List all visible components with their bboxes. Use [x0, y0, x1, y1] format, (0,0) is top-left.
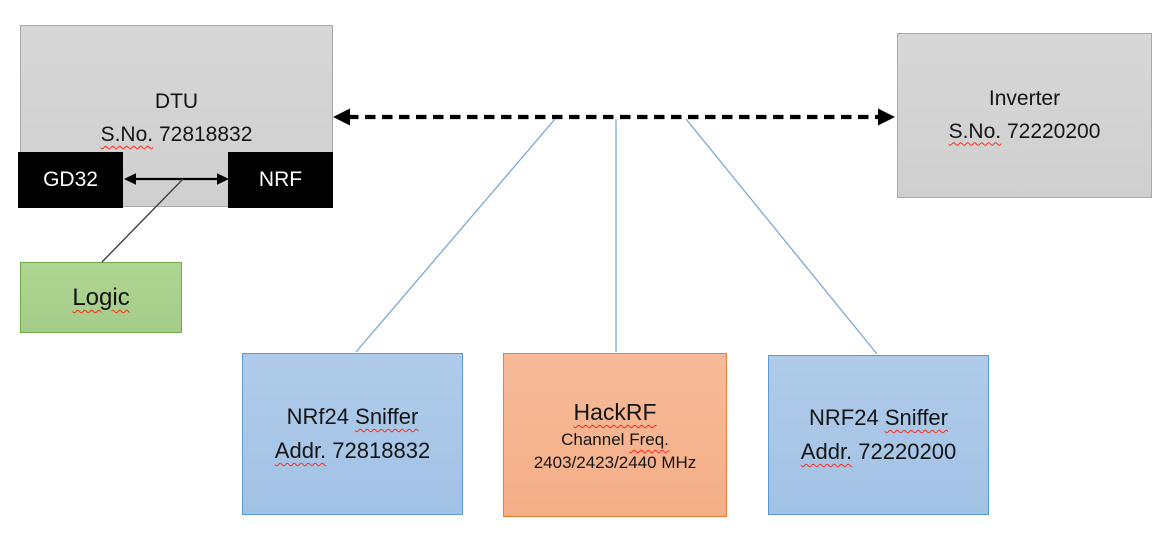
hackrf-frequencies: 2403/2423/2440 MHz [533, 453, 697, 472]
sniffer-inverter-box: NRF24 Sniffer Addr. 72220200 [768, 355, 989, 515]
sniffer-inverter-connector-line [685, 118, 878, 355]
sniffer-inverter-addr-value: 72220200 [858, 439, 957, 464]
sniffer-dtu-name: NRf24 Sniffer [287, 400, 419, 434]
hackrf-channel-label: Channel Freq. [561, 428, 669, 451]
sniffer-dtu-name-prefix: NRf24 [286, 403, 350, 429]
inverter-title: Inverter [989, 83, 1060, 116]
sniffer-dtu-addr-label: Addr. [274, 438, 327, 463]
logic-box: Logic [20, 262, 182, 333]
dtu-serial-label: S.No. [100, 123, 154, 146]
inverter-box: Inverter S.No. 72220200 [897, 33, 1152, 198]
gd32-chip-label: GD32 [43, 168, 98, 191]
inverter-title-text: Inverter [988, 86, 1061, 110]
sniffer-inverter-name-prefix: NRF24 [809, 404, 879, 430]
dtu-title: DTU [155, 86, 198, 119]
nrf-chip: NRF [228, 152, 333, 208]
sniffer-inverter-name: NRF24 Sniffer [809, 401, 948, 435]
hackrf-title-text: HackRF [573, 399, 657, 425]
hackrf-box: HackRF Channel Freq. 2403/2423/2440 MHz [503, 353, 727, 517]
inverter-serial: S.No. 72220200 [949, 116, 1101, 149]
nrf-chip-label: NRF [258, 168, 303, 191]
dtu-serial: S.No. 72818832 [101, 119, 253, 152]
sniffer-dtu-box: NRf24 Sniffer Addr. 72818832 [242, 353, 463, 515]
sniffer-dtu-addr-value: 72818832 [332, 438, 431, 463]
inverter-serial-label: S.No. [948, 119, 1002, 143]
dtu-title-text: DTU [154, 90, 199, 114]
sniffer-dtu-connector-line [355, 118, 556, 353]
hackrf-title: HackRF [573, 396, 656, 428]
sniffer-inverter-addr: Addr. 72220200 [801, 435, 956, 469]
arrowhead-right-icon [878, 108, 895, 126]
hackrf-channel-suffix: Freq. [629, 430, 669, 449]
gd32-chip: GD32 [18, 152, 123, 208]
dtu-serial-value: 72818832 [158, 123, 253, 146]
inverter-serial-value: 72220200 [1006, 119, 1101, 143]
sniffer-dtu-addr: Addr. 72818832 [275, 434, 430, 468]
sniffer-inverter-name-suffix: Sniffer [884, 404, 948, 430]
arrowhead-left-icon [333, 108, 350, 126]
logic-label: Logic [72, 283, 130, 311]
sniffer-inverter-addr-label: Addr. [800, 439, 853, 464]
hackrf-channel-prefix: Channel [561, 430, 625, 449]
dtu-inverter-dashed-arrow [333, 108, 895, 126]
sniffer-dtu-name-suffix: Sniffer [355, 403, 419, 429]
